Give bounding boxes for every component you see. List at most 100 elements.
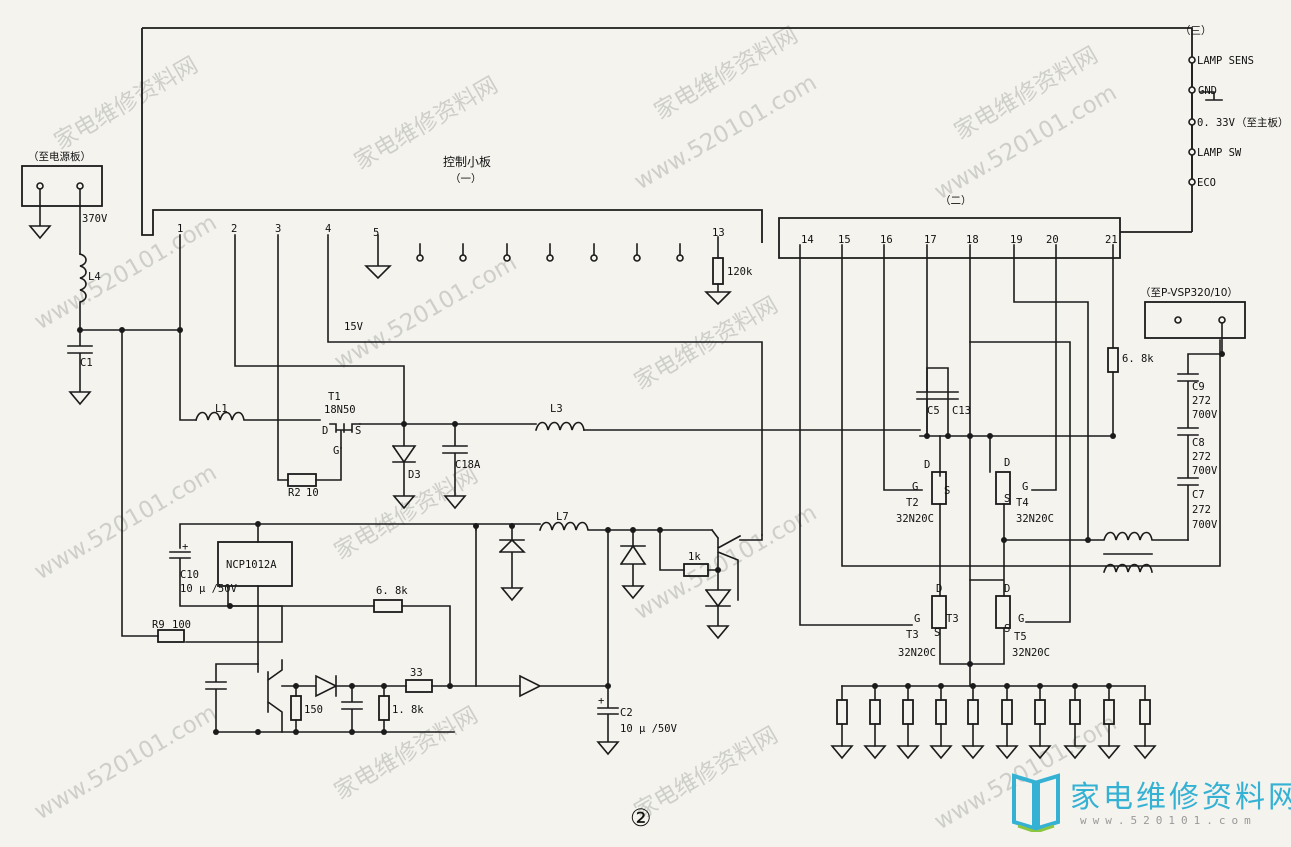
watermark-layer: 家电维修资料网 www.520101.com 家电维修资料网 www.52010… [30, 22, 1121, 835]
R1k-label: 1k [688, 551, 701, 563]
T3-pin-s: S [934, 627, 940, 639]
vsp-connector: （至P-VSP320/10） C9 272 700V C8 272 700V C… [1140, 287, 1246, 541]
resistor-ladder [830, 663, 1157, 760]
pin-number: 19 [1010, 234, 1023, 246]
to-vsp-label: （至P-VSP320/10） [1140, 287, 1238, 299]
T4-pin-d: D [1004, 457, 1010, 469]
T3-id-right: T3 [946, 613, 959, 625]
R1k8-label: 1. 8k [392, 704, 424, 716]
T1-stage: T1 18N50 D G S D3 C18A L3 [322, 391, 921, 510]
L3-label: L3 [550, 403, 563, 415]
C8-label: C8 [1192, 437, 1205, 449]
lamp-sw-label: LAMP SW [1197, 147, 1242, 159]
watermark-cn: 家电维修资料网 [330, 702, 482, 805]
R6k8a-label: 6. 8k [1122, 353, 1154, 365]
C2-label: C2 [620, 707, 633, 719]
watermark-site: www.520101.com [30, 210, 221, 335]
T5-label: T5 [1014, 631, 1027, 643]
ncp1012a-label: NCP1012A [226, 559, 277, 571]
T4-part: 32N20C [1016, 513, 1054, 525]
L7-label: L7 [556, 511, 569, 523]
v15-label: 15V [344, 321, 364, 333]
T1-pin-d: D [322, 425, 328, 437]
pin-number: 15 [838, 234, 851, 246]
pin-number: 1 [177, 223, 183, 235]
left-pin-wires: L1 R2 10 15V 120k [179, 234, 763, 536]
pin-number: 16 [880, 234, 893, 246]
T2-pin-d: D [924, 459, 930, 471]
bridge-stage: 6. 8k C5 C13 D G S T2 32N20C D G S T4 32… [799, 244, 1221, 667]
C9-value: 272 [1192, 395, 1211, 407]
T4-label: T4 [1016, 497, 1029, 509]
watermark-site: www.520101.com [330, 250, 521, 375]
pin-number: 4 [325, 223, 331, 235]
to-psu-label: （至电源板） [28, 150, 91, 163]
pin-number: 2 [231, 223, 237, 235]
C5-label: C5 [927, 405, 940, 417]
T2-pin-s: S [944, 485, 950, 497]
control-board-label: 控制小板 [443, 155, 491, 169]
C10-value: 10 μ /50V [180, 583, 238, 595]
eco-label: ECO [1197, 177, 1216, 189]
section-1-label: （一） [450, 173, 482, 185]
T3-part: 32N20C [898, 647, 936, 659]
T1-label: T1 [328, 391, 341, 403]
C13-label: C13 [952, 405, 971, 417]
T3-pin-d: D [936, 583, 942, 595]
section-3-connector: LAMP SENS GND 0. 33V （至主板） LAMP SW ECO [1188, 55, 1289, 189]
gnd-label: GND [1198, 85, 1217, 97]
C9-label: C9 [1192, 381, 1205, 393]
T1-pin-s: S [355, 425, 361, 437]
pin-number: 17 [924, 234, 937, 246]
C18A-label: C18A [455, 459, 481, 471]
T3-pin-g: G [914, 613, 920, 625]
R2-label: R2 [288, 487, 301, 499]
R6k8b-label: 6. 8k [376, 585, 408, 597]
C2-value: 10 μ /50V [620, 723, 678, 735]
pin-number: 3 [275, 223, 281, 235]
C8-value: 272 [1192, 451, 1211, 463]
pin-number: 18 [966, 234, 979, 246]
section-2-label: （二） [940, 195, 972, 207]
L4-label: L4 [88, 271, 101, 283]
T2-part: 32N20C [896, 513, 934, 525]
pin-number: 5 [373, 227, 379, 239]
T2-label: T2 [906, 497, 919, 509]
logo-title: 家电维修资料网 [1070, 780, 1291, 815]
book-icon [1012, 773, 1060, 832]
v370-label: 370V [82, 213, 108, 225]
T1-part: 18N50 [324, 404, 356, 416]
logo-url: www.520101.com [1080, 814, 1257, 827]
C2-plus: + [598, 695, 604, 707]
v033-label: 0. 33V [1197, 117, 1236, 129]
watermark-cn: 家电维修资料网 [630, 292, 782, 395]
T4-pin-s: S [1004, 493, 1010, 505]
watermark-cn: 家电维修资料网 [630, 722, 782, 825]
C9-voltage: 700V [1192, 409, 1218, 421]
R9-value: 100 [172, 619, 191, 631]
watermark-site: www.520101.com [30, 460, 221, 585]
C1-label: C1 [80, 357, 93, 369]
C10-plus: + [182, 541, 188, 553]
pin-number: 13 [712, 227, 725, 239]
psu-connector: （至电源板） 370V L4 C1 [21, 150, 183, 406]
watermark-cn: 家电维修资料网 [50, 52, 202, 155]
pin-number: 20 [1046, 234, 1059, 246]
T4-pin-g: G [1022, 481, 1028, 493]
T5-pin-s: S [1004, 623, 1010, 635]
T5-pin-g: G [1018, 613, 1024, 625]
D3-label: D3 [408, 469, 421, 481]
C10-label: C10 [180, 569, 199, 581]
standby-supply: + C10 10 μ /50V NCP1012A R9 100 6. 8k 15… [121, 329, 763, 756]
R150-label: 150 [304, 704, 323, 716]
T5-pin-d: D [1004, 583, 1010, 595]
pin-number: 14 [801, 234, 814, 246]
lamp-sens-label: LAMP SENS [1197, 55, 1254, 67]
pin-number: 21 [1105, 234, 1118, 246]
R33-label: 33 [410, 667, 423, 679]
R2-value: 10 [306, 487, 319, 499]
T5-part: 32N20C [1012, 647, 1050, 659]
section-3-label: （三） [1180, 25, 1212, 37]
to-main-board-label: （至主板） [1236, 116, 1289, 129]
